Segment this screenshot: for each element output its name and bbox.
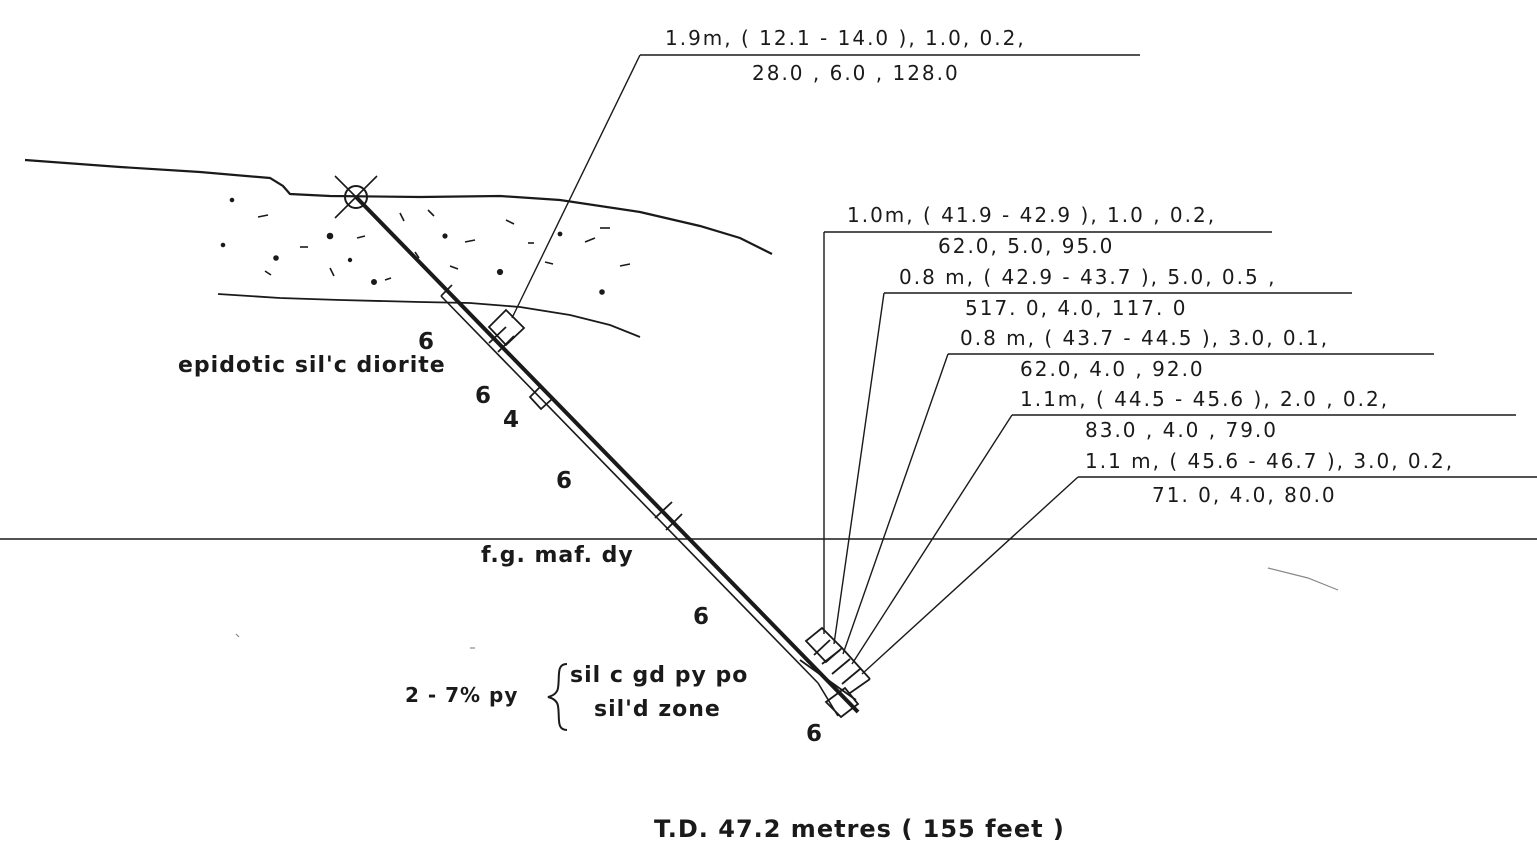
upper-unit-label: epidotic sil'c diorite xyxy=(178,353,446,378)
assay-4-line1: 1.1m, ( 44.5 - 45.6 ), 2.0 , 0.2, xyxy=(1020,387,1389,411)
assay-3-line1: 0.8 m, ( 43.7 - 44.5 ), 3.0, 0.1, xyxy=(960,326,1329,350)
assay-5-line2: 71. 0, 4.0, 80.0 xyxy=(1152,483,1337,507)
assay-labels: 1.9m, ( 12.1 - 14.0 ), 1.0, 0.2, 28.0 , … xyxy=(665,26,1454,507)
lower-unit-label-line1: sil c gd py po xyxy=(570,663,748,688)
unit-number: 6 xyxy=(806,721,822,747)
sample-box xyxy=(824,686,860,719)
assay-0-line2: 28.0 , 6.0 , 128.0 xyxy=(752,61,960,85)
dyke-label: f.g. maf. dy xyxy=(481,543,634,568)
unit-number: 4 xyxy=(503,407,519,433)
lower-unit-label-line2: sil'd zone xyxy=(594,697,721,722)
scan-marks xyxy=(235,567,1339,649)
assay-5-line1: 1.1 m, ( 45.6 - 46.7 ), 3.0, 0.2, xyxy=(1085,449,1454,473)
assay-2-line1: 0.8 m, ( 42.9 - 43.7 ), 5.0, 0.5 , xyxy=(899,265,1276,289)
assay-1-line2: 62.0, 5.0, 95.0 xyxy=(938,234,1114,258)
sample-intervals xyxy=(487,308,871,719)
brace-symbol xyxy=(547,663,568,731)
total-depth-label: T.D. 47.2 metres ( 155 feet ) xyxy=(654,815,1065,841)
lithology-labels: epidotic sil'c diorite f.g. maf. dy sil … xyxy=(178,353,748,731)
unit-number: 6 xyxy=(556,468,572,494)
unit-number: 6 xyxy=(418,329,434,355)
overburden-boundary-line xyxy=(217,293,641,338)
lower-unit-prefix: 2 - 7% py xyxy=(405,683,518,707)
sample-box xyxy=(528,385,554,411)
assay-3-line2: 62.0, 4.0 , 92.0 xyxy=(1020,357,1205,381)
overburden-stipple xyxy=(220,197,631,295)
assay-4-line2: 83.0 , 4.0 , 79.0 xyxy=(1085,418,1278,442)
sample-box xyxy=(487,308,526,347)
assay-leaders xyxy=(511,54,1537,675)
ground-surface-line xyxy=(24,158,773,255)
unit-number: 6 xyxy=(693,604,709,630)
assay-0-line1: 1.9m, ( 12.1 - 14.0 ), 1.0, 0.2, xyxy=(665,26,1026,50)
unit-numbers: 6 6 4 6 6 6 xyxy=(418,329,822,747)
drill-trace xyxy=(354,195,860,717)
assay-2-line2: 517. 0, 4.0, 117. 0 xyxy=(965,296,1187,320)
unit-number: 6 xyxy=(475,383,491,409)
assay-1-line1: 1.0m, ( 41.9 - 42.9 ), 1.0 , 0.2, xyxy=(847,203,1216,227)
